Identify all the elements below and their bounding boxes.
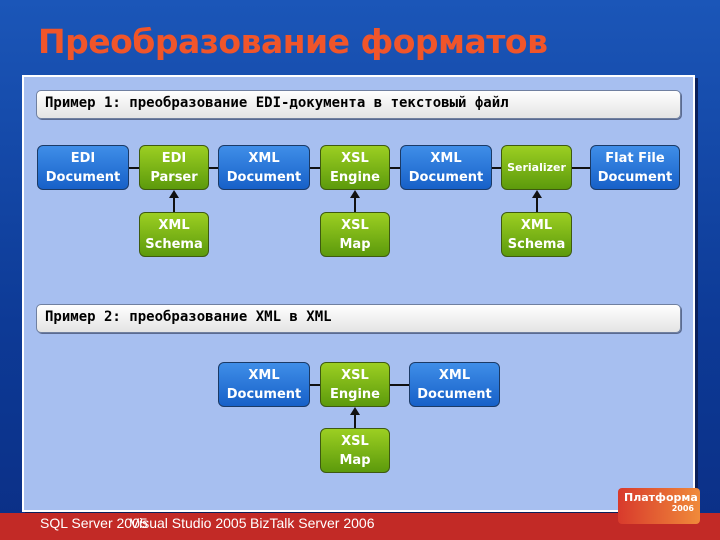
xsl-map-box: XSL Map — [320, 212, 390, 257]
example1-header: Пример 1: преобразование EDI-документа в… — [36, 90, 681, 119]
platform-year: 2006 — [671, 504, 694, 513]
arrow-up-icon — [350, 407, 360, 415]
serializer-box: Serializer — [501, 145, 572, 190]
platform-logo: Платформа 2006 — [618, 488, 700, 524]
xsl-map-box: XSL Map — [320, 428, 390, 473]
xml-document-box: XML Document — [218, 145, 310, 190]
platform-label: Платформа — [624, 491, 698, 504]
sql-server-logo: SQL Server 2005 — [40, 515, 148, 531]
flat-file-document-box: Flat File Document — [590, 145, 680, 190]
xml-document-box: XML Document — [400, 145, 492, 190]
xml-schema-box: XML Schema — [501, 212, 572, 257]
arrow-line — [354, 196, 356, 212]
arrow-line — [173, 196, 175, 212]
xml-document-box: XML Document — [218, 362, 310, 407]
arrow-up-icon — [532, 190, 542, 198]
arrow-up-icon — [350, 190, 360, 198]
xml-document-box: XML Document — [409, 362, 500, 407]
footer-band — [0, 513, 720, 540]
xsl-engine-box: XSL Engine — [320, 362, 390, 407]
edi-document-box: EDI Document — [37, 145, 129, 190]
arrow-line — [536, 196, 538, 212]
example2-header: Пример 2: преобразование XML в XML — [36, 304, 681, 333]
edi-parser-box: EDI Parser — [139, 145, 209, 190]
arrow-line — [354, 413, 356, 428]
arrow-up-icon — [169, 190, 179, 198]
xml-schema-box: XML Schema — [139, 212, 209, 257]
biztalk-server-logo: BizTalk Server 2006 — [250, 515, 375, 531]
xsl-engine-box: XSL Engine — [320, 145, 390, 190]
slide-title: Преобразование форматов — [38, 22, 548, 61]
connector-line — [572, 167, 590, 169]
visual-studio-logo: Visual Studio 2005 — [130, 515, 247, 531]
